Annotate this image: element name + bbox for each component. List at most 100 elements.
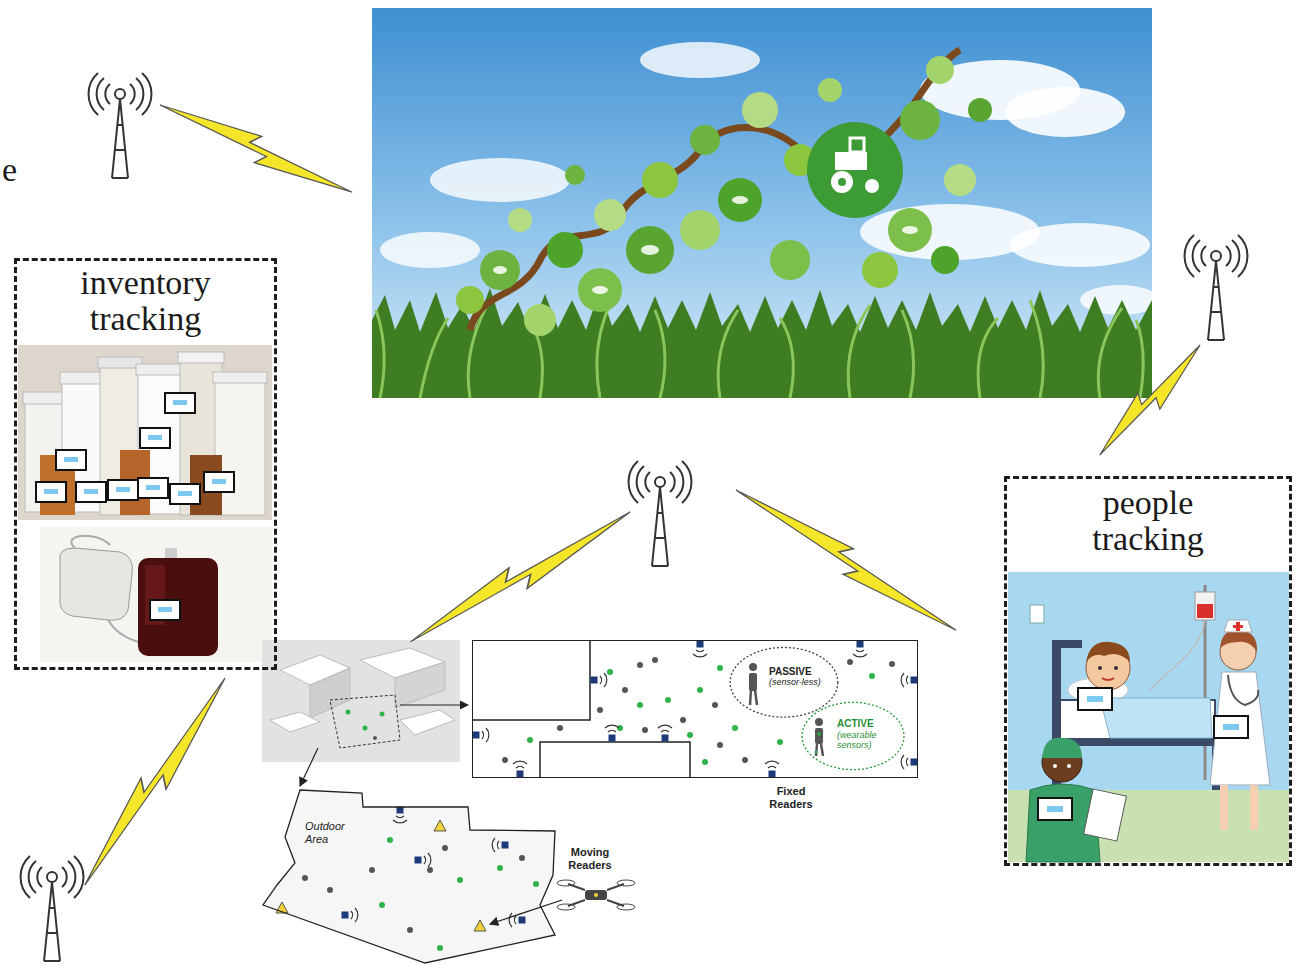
farm-picture <box>900 100 940 140</box>
outdoor-art <box>342 908 358 922</box>
floor-plan-art <box>557 725 563 731</box>
floor-plan-art <box>680 717 686 723</box>
antenna-group <box>21 73 1248 961</box>
outdoor-art <box>492 838 508 852</box>
rfid-tag <box>116 487 130 492</box>
outdoor-art <box>379 902 385 908</box>
rfid-tag <box>204 472 234 492</box>
floor-plan-art <box>605 725 619 741</box>
hospital-picture <box>1060 738 1215 746</box>
floor-plan-art <box>889 661 895 667</box>
floor-plan-art <box>665 697 671 703</box>
hospital-picture <box>1220 785 1228 830</box>
lightning-group <box>1090 336 1210 464</box>
person-figure <box>749 663 757 671</box>
outdoor-art <box>427 867 433 873</box>
rfid-tag <box>108 480 138 500</box>
blood-bag-photo <box>40 527 272 662</box>
outdoor-art <box>490 900 562 924</box>
aerial-picture <box>270 712 320 732</box>
area-outline <box>255 785 585 965</box>
outdoor-art <box>415 853 431 867</box>
rfid-tag <box>212 479 226 484</box>
person-figure <box>817 732 821 736</box>
outdoor-art <box>442 845 448 851</box>
farm-picture <box>641 245 659 255</box>
text-group: people tracking <box>1007 485 1289 556</box>
drone-symbol <box>557 904 575 910</box>
rfid-tag <box>1214 716 1248 738</box>
aerial-picture <box>262 640 460 762</box>
hospital-picture <box>1210 672 1270 785</box>
hospital-picture <box>1114 666 1118 670</box>
drone-symbol <box>568 884 624 906</box>
floor-plan-art <box>513 761 527 777</box>
drone-symbol <box>585 890 607 900</box>
tag-ellipse: ACTIVE(wearable sensors) <box>801 701 905 771</box>
reader-label: Moving Readers <box>562 846 618 871</box>
farm-picture <box>968 98 992 122</box>
aerial-picture <box>310 668 350 718</box>
floor-plan-art <box>472 640 690 778</box>
farm-picture <box>690 125 720 155</box>
blood-bag-photo <box>138 558 218 656</box>
node-label: Fixed Readers <box>763 785 819 810</box>
drone-symbol <box>617 904 635 910</box>
blood-bag-photo <box>40 527 272 662</box>
person-figure <box>749 663 757 705</box>
inventory-photo <box>18 345 272 520</box>
rfid-tag <box>1078 688 1112 710</box>
rfid-tag <box>76 482 106 502</box>
drone-symbol <box>557 880 635 910</box>
ellipse-outline <box>730 647 838 717</box>
farm-picture <box>547 232 583 268</box>
floor-plan-art <box>765 761 779 777</box>
farm-picture <box>376 300 1143 398</box>
outdoor-art <box>437 945 443 951</box>
rfid-tag <box>56 450 86 470</box>
rfid-tag <box>76 482 106 502</box>
farm-picture <box>508 208 532 232</box>
farm-picture <box>594 199 626 231</box>
outdoor-art <box>434 820 446 831</box>
rfid-tag <box>138 478 168 498</box>
panel-title: inventory tracking <box>46 265 246 336</box>
rfid-tag <box>1087 696 1103 702</box>
outdoor-art <box>457 877 463 883</box>
rfid-tag <box>138 478 168 498</box>
floor-plan-art <box>652 657 658 663</box>
outdoor-art <box>387 837 393 843</box>
floor-plan-art <box>622 687 628 693</box>
hospital-picture <box>1084 789 1127 841</box>
outdoor-art <box>497 865 503 871</box>
cut-off-letter: e <box>2 152 42 188</box>
floor-plan-art <box>502 757 508 763</box>
person-figure <box>815 718 823 726</box>
aerial-picture <box>262 640 468 786</box>
farm-picture <box>380 232 480 268</box>
rfid-tag <box>1038 798 1072 820</box>
aerial-picture <box>373 736 377 740</box>
rfid-tag <box>165 393 195 413</box>
farm-picture <box>1010 223 1150 267</box>
floor-plan-art <box>693 641 707 657</box>
rfid-tag <box>140 428 170 448</box>
hospital-picture <box>1042 738 1082 758</box>
lightning-group <box>154 93 357 205</box>
ellipse-outline <box>802 702 904 769</box>
drone-symbol <box>617 880 635 886</box>
antenna-group <box>629 461 692 566</box>
rfid-tag <box>146 485 160 490</box>
text-group: Fixed Readers <box>763 785 819 810</box>
floor-plan-art <box>637 702 643 708</box>
farm-picture <box>1005 87 1125 137</box>
lightning-group <box>729 479 964 642</box>
hospital-picture <box>1150 620 1205 690</box>
aerial-picture <box>330 695 400 748</box>
inventory-photo <box>23 392 67 404</box>
floor-plan-art <box>717 742 723 748</box>
farm-picture <box>480 250 520 290</box>
rfid-tag <box>150 600 180 620</box>
farm-picture <box>592 286 608 294</box>
